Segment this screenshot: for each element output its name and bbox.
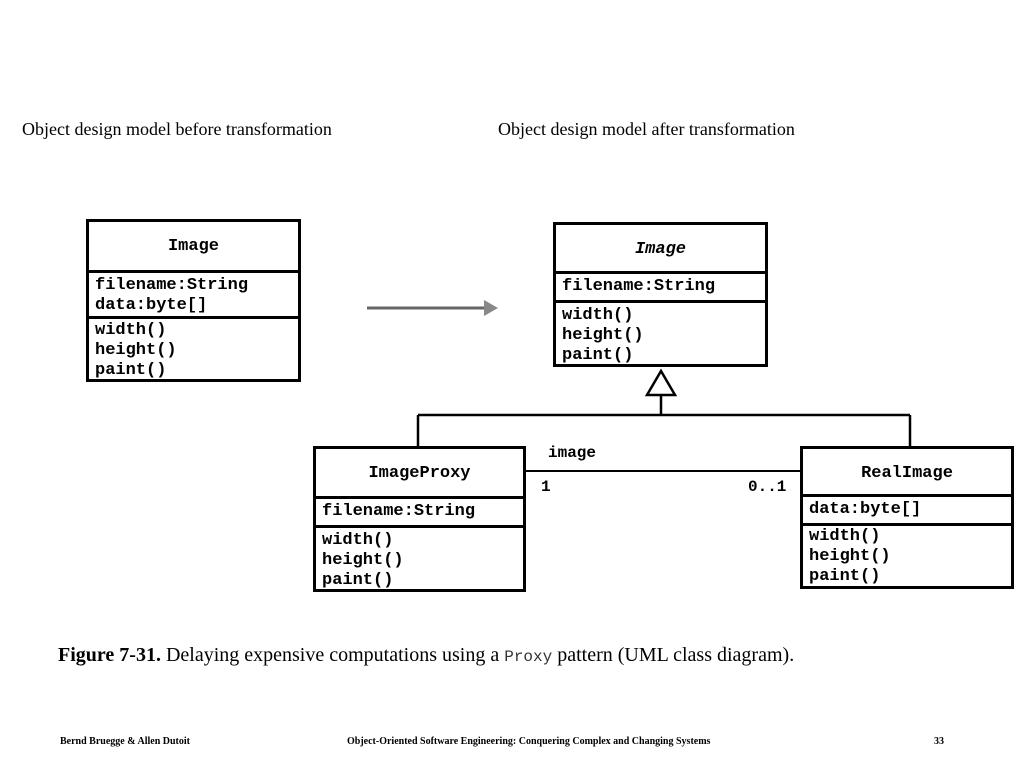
footer-authors: Bernd Bruegge & Allen Dutoit <box>60 736 190 747</box>
class-attributes: data:byte[] <box>803 494 1011 523</box>
transformation-arrow <box>367 300 498 316</box>
operation: height() <box>809 547 891 566</box>
operation: width() <box>322 531 394 550</box>
class-operations: width() height() paint() <box>89 316 298 381</box>
footer-book-title: Object-Oriented Software Engineering: Co… <box>347 736 711 747</box>
caption-code: Proxy <box>504 648 553 666</box>
attribute: filename:String <box>562 277 716 296</box>
class-operations: width() height() paint() <box>803 523 1011 587</box>
operation: width() <box>95 321 167 340</box>
attribute: filename:String <box>322 502 476 521</box>
figure-label: Figure 7-31. <box>58 644 161 666</box>
caption-text-end: pattern (UML class diagram). <box>557 644 795 666</box>
figure-caption: Figure 7-31. Delaying expensive computat… <box>58 644 794 667</box>
class-operations: width() height() paint() <box>316 525 523 591</box>
operation: width() <box>809 527 881 546</box>
class-operations: width() height() paint() <box>556 300 765 366</box>
attribute: filename:String <box>95 276 249 295</box>
operation: paint() <box>809 567 881 586</box>
class-name: Image <box>167 237 219 256</box>
operation: height() <box>95 341 177 360</box>
real-image-class: RealImage data:byte[] width() height() p… <box>800 446 1014 589</box>
class-attributes: filename:String data:byte[] <box>89 270 298 316</box>
attribute: data:byte[] <box>809 500 922 519</box>
before-image-class: Image filename:String data:byte[] width(… <box>86 219 301 382</box>
caption-text: Delaying expensive computations using a <box>165 644 500 666</box>
class-name: ImageProxy <box>368 464 471 483</box>
operation: height() <box>562 326 644 345</box>
class-attributes: filename:String <box>316 496 523 525</box>
heading-before: Object design model before transformatio… <box>22 119 332 139</box>
multiplicity-real: 0..1 <box>748 478 787 496</box>
class-attributes: filename:String <box>556 271 765 300</box>
class-name: RealImage <box>861 464 953 483</box>
operation: paint() <box>562 346 634 365</box>
multiplicity-proxy: 1 <box>541 478 551 496</box>
operation: paint() <box>95 361 167 380</box>
association-role-label: image <box>548 444 597 462</box>
operation: paint() <box>322 571 394 590</box>
attribute: data:byte[] <box>95 296 208 315</box>
image-proxy-class: ImageProxy filename:String width() heigh… <box>313 446 526 592</box>
generalization-triangle <box>644 368 678 397</box>
after-image-class: Image filename:String width() height() p… <box>553 222 768 367</box>
heading-after: Object design model after transformation <box>498 119 795 139</box>
operation: width() <box>562 306 634 325</box>
operation: height() <box>322 551 404 570</box>
class-name: Image <box>634 240 686 259</box>
footer-page-number: 33 <box>934 736 944 747</box>
